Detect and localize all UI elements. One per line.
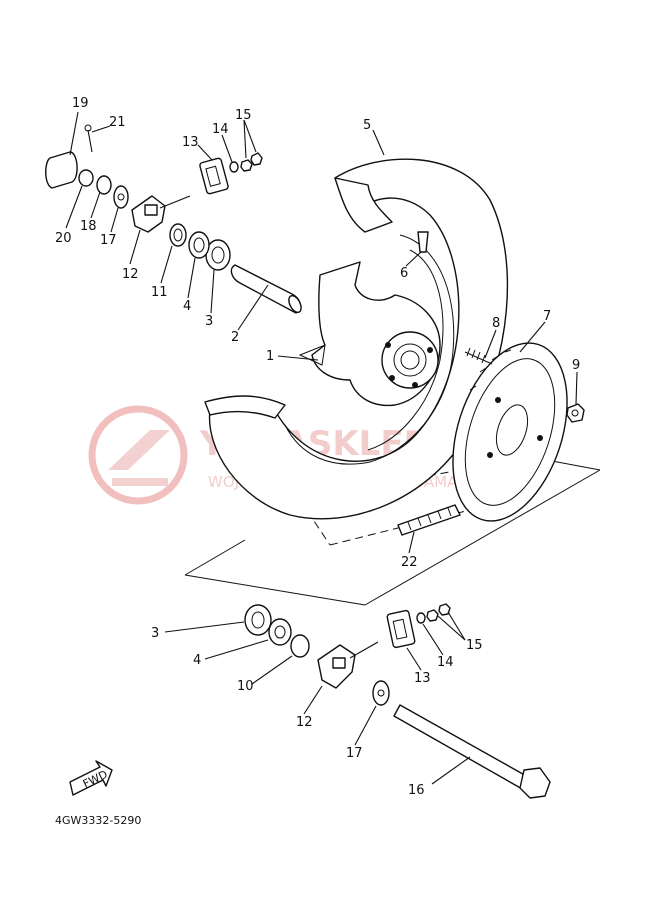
callout-12-upper: 12 (122, 267, 139, 282)
lower-bearings (244, 604, 310, 658)
callout-18: 18 (80, 219, 97, 234)
callout-3-lower: 3 (151, 626, 159, 641)
rear-sprocket (452, 342, 568, 522)
callout-21: 21 (109, 115, 126, 130)
callout-17-upper: 17 (100, 233, 117, 248)
leader-lines (65, 111, 578, 785)
callout-8: 8 (492, 316, 500, 331)
callout-20: 20 (55, 231, 72, 246)
chain-puller-upper (131, 195, 191, 233)
callout-9: 9 (572, 358, 580, 373)
callout-13-upper: 13 (182, 135, 199, 150)
washer-lower (372, 680, 390, 706)
callout-7: 7 (543, 309, 551, 324)
callout-19: 19 (72, 96, 89, 111)
sprocket-nut (566, 403, 585, 423)
callout-15-lower: 15 (466, 638, 483, 653)
axle-collar (230, 264, 302, 314)
forward-direction-arrow: FWD (69, 760, 113, 796)
chain-puller-lower (317, 641, 379, 689)
rear-axle (393, 704, 551, 799)
callout-1: 1 (266, 349, 274, 364)
callout-11: 11 (151, 285, 168, 300)
callout-4-upper: 4 (183, 299, 191, 314)
stud-bolt (464, 347, 493, 365)
adjuster-block-lower (386, 603, 451, 649)
callout-3-upper: 3 (205, 314, 213, 329)
callout-14-lower: 14 (437, 655, 454, 670)
callout-6: 6 (400, 266, 408, 281)
callout-10: 10 (237, 679, 254, 694)
rear-wheel-assembly (204, 158, 509, 520)
watermark-logo (88, 405, 188, 505)
drive-chain-segment (397, 504, 461, 536)
callout-17-lower: 17 (346, 746, 363, 761)
adjuster-block-upper (199, 152, 263, 195)
callout-16: 16 (408, 783, 425, 798)
diagram-code: 4GW3332-5290 (55, 814, 141, 827)
callout-22: 22 (401, 555, 418, 570)
callout-labels: 19 21 13 14 15 5 20 18 17 12 11 4 3 2 6 … (55, 96, 580, 798)
callout-2: 2 (231, 330, 239, 345)
callout-4-lower: 4 (193, 653, 201, 668)
callout-15-upper: 15 (235, 108, 252, 123)
callout-12-lower: 12 (296, 715, 313, 730)
upper-bearings (169, 223, 231, 271)
callout-5: 5 (363, 118, 371, 133)
axle-end-hardware-upper (45, 124, 129, 209)
fwd-label: FWD (81, 768, 110, 791)
callout-14-upper: 14 (212, 122, 229, 137)
callout-13-lower: 13 (414, 671, 431, 686)
